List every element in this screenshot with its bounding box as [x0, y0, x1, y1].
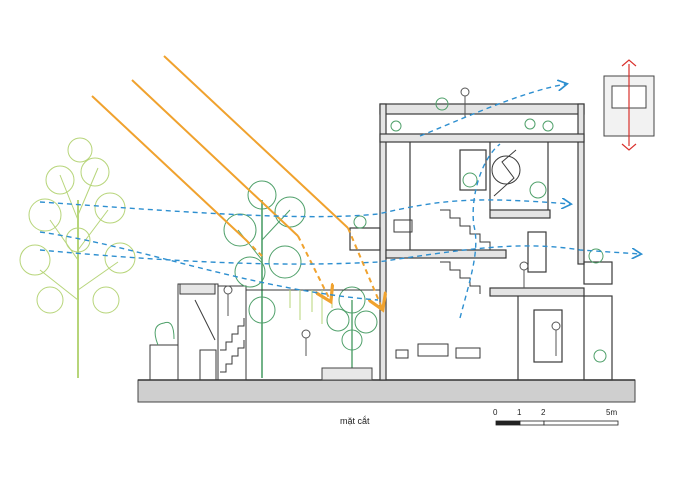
pond	[321, 367, 373, 381]
stair-icon	[220, 318, 245, 373]
scale-tick-2: 2	[541, 408, 546, 417]
ground-slab	[137, 379, 636, 403]
courtyard-tree	[223, 180, 306, 378]
scale-tick-1: 1	[517, 408, 522, 417]
airflow-arrow	[39, 84, 640, 319]
main-building	[349, 103, 613, 381]
furniture	[393, 219, 481, 359]
section-caption: mặt cắt	[340, 416, 370, 426]
courtyard-tree-right	[326, 286, 378, 372]
roof-plants	[353, 97, 607, 363]
scale-tick-0: 0	[493, 408, 498, 417]
annex-building	[149, 283, 247, 381]
scale-tick-5m: 5m	[606, 408, 617, 417]
tree-icon	[19, 137, 136, 378]
scale-bar: 0 1 2 5m	[493, 408, 619, 426]
sun-ray-arrow	[91, 55, 382, 308]
section-key-marker	[603, 59, 655, 151]
pergola	[246, 289, 380, 324]
stair-icon	[440, 149, 521, 294]
person-icon	[223, 87, 561, 356]
